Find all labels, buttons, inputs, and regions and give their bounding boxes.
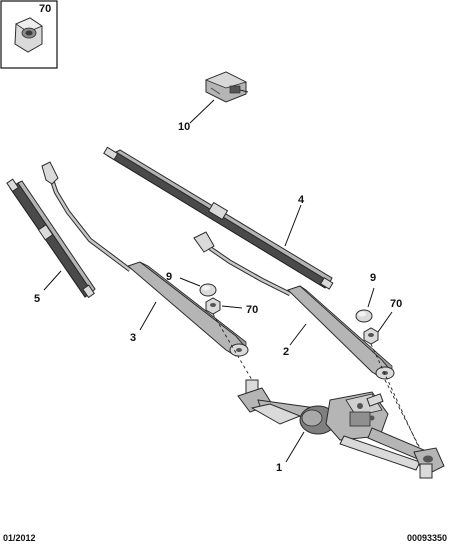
callout-70-right: 70 (390, 298, 402, 310)
nut-left (205, 297, 221, 315)
wiper-arm-left (41, 161, 249, 357)
wiper-arm-right (193, 231, 395, 380)
callout-70-left: 70 (246, 304, 258, 316)
callout-4: 4 (298, 194, 305, 206)
footer-date: 01/2012 (3, 533, 36, 543)
callout-70-inset: 70 (39, 3, 51, 15)
wiper-relay (204, 71, 249, 103)
callout-9-right: 9 (370, 272, 376, 284)
cap-right (355, 309, 373, 323)
cap-left (199, 283, 217, 297)
wiper-motor-linkage (237, 379, 445, 479)
callout-1: 1 (276, 462, 282, 474)
callout-3: 3 (130, 332, 136, 344)
wiper-blade-right (103, 146, 334, 290)
nut-inset-box: 70 (0, 0, 58, 69)
footer-reference: 00093350 (407, 533, 447, 543)
callout-10: 10 (178, 121, 190, 133)
wiper-blade-left (6, 178, 96, 299)
nut-right (363, 327, 379, 345)
assembly-guide-lines (212, 313, 426, 459)
callout-2: 2 (283, 346, 289, 358)
hex-nut-icon (14, 17, 43, 53)
callout-9-left: 9 (166, 271, 172, 283)
callout-5: 5 (34, 293, 40, 305)
